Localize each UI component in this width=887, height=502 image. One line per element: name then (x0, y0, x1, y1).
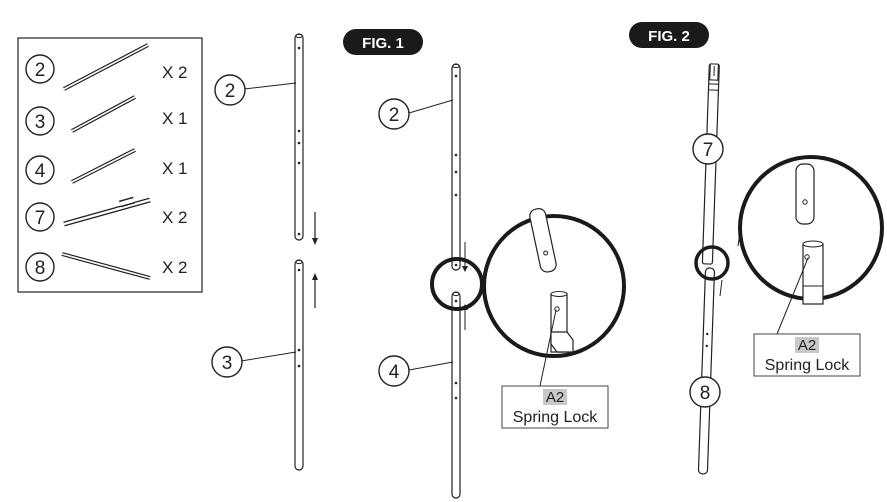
figure-title-badge (629, 22, 709, 48)
part-quantity: X 2 (162, 208, 188, 227)
magnified-detail (738, 155, 884, 305)
figure-2: FIG. 2 7 8 (629, 22, 884, 475)
parts-list-row: 4 X 1 (25, 148, 188, 185)
part-number-circle (25, 155, 55, 185)
callout-label: Spring Lock (765, 357, 850, 374)
part-number: 2 (35, 60, 46, 81)
part-label-circle (378, 355, 410, 387)
part-number-circle (25, 54, 55, 84)
parts-list-row: 3 X 1 (25, 95, 188, 136)
callout-code: A2 (546, 389, 564, 406)
part-quantity: X 1 (162, 159, 188, 178)
tube-part-8 (697, 267, 716, 475)
part-label-circle (689, 376, 721, 408)
part-number: 3 (35, 112, 46, 133)
pre-assembly-illustration: 2 3 (211, 33, 318, 471)
parts-list-row: 7 X 2 (25, 196, 188, 232)
part-label: 4 (389, 362, 400, 383)
callout-code: A2 (798, 337, 816, 354)
part-number-circle (25, 252, 55, 282)
part-label: 3 (222, 353, 233, 374)
part-label-circle (214, 74, 246, 106)
parts-list: 2 X 2 3 X 1 4 X 1 7 (17, 37, 203, 293)
part-label: 8 (700, 383, 711, 404)
tube-part-2 (451, 63, 461, 271)
part-quantity: X 2 (162, 258, 188, 277)
figure-title: FIG. 2 (648, 28, 690, 45)
callout-code-highlight (795, 337, 819, 353)
insert-arrow-up (312, 273, 318, 308)
callout-code-highlight (543, 389, 567, 405)
part-number: 8 (35, 258, 46, 279)
callout-label: Spring Lock (513, 409, 598, 426)
magnified-detail (482, 208, 626, 358)
parts-list-row: 2 X 2 (25, 43, 188, 91)
part-number-circle (25, 202, 55, 232)
part-label-circle (211, 346, 243, 378)
part-number-circle (25, 106, 55, 136)
part-label: 2 (225, 81, 236, 102)
parts-list-row: 8 X 2 (25, 252, 188, 282)
part-quantity: X 2 (162, 63, 188, 82)
callout-leader (776, 257, 809, 335)
figure-1: FIG. 1 2 4 (343, 29, 626, 499)
callout-leader (539, 309, 557, 387)
part-number: 4 (35, 161, 46, 182)
tube-part-2 (294, 33, 304, 241)
joint-highlight-circle (694, 245, 730, 281)
figure-title-badge (343, 29, 423, 55)
part-label: 2 (389, 105, 400, 126)
part-label-circle (692, 133, 724, 165)
part-quantity: X 1 (162, 109, 188, 128)
part-label: 7 (703, 140, 714, 161)
part-number: 7 (35, 208, 46, 229)
insert-arrow-down (312, 212, 318, 245)
tube-part-4 (451, 291, 461, 499)
figure-title: FIG. 1 (362, 35, 404, 52)
part-label-circle (378, 98, 410, 130)
